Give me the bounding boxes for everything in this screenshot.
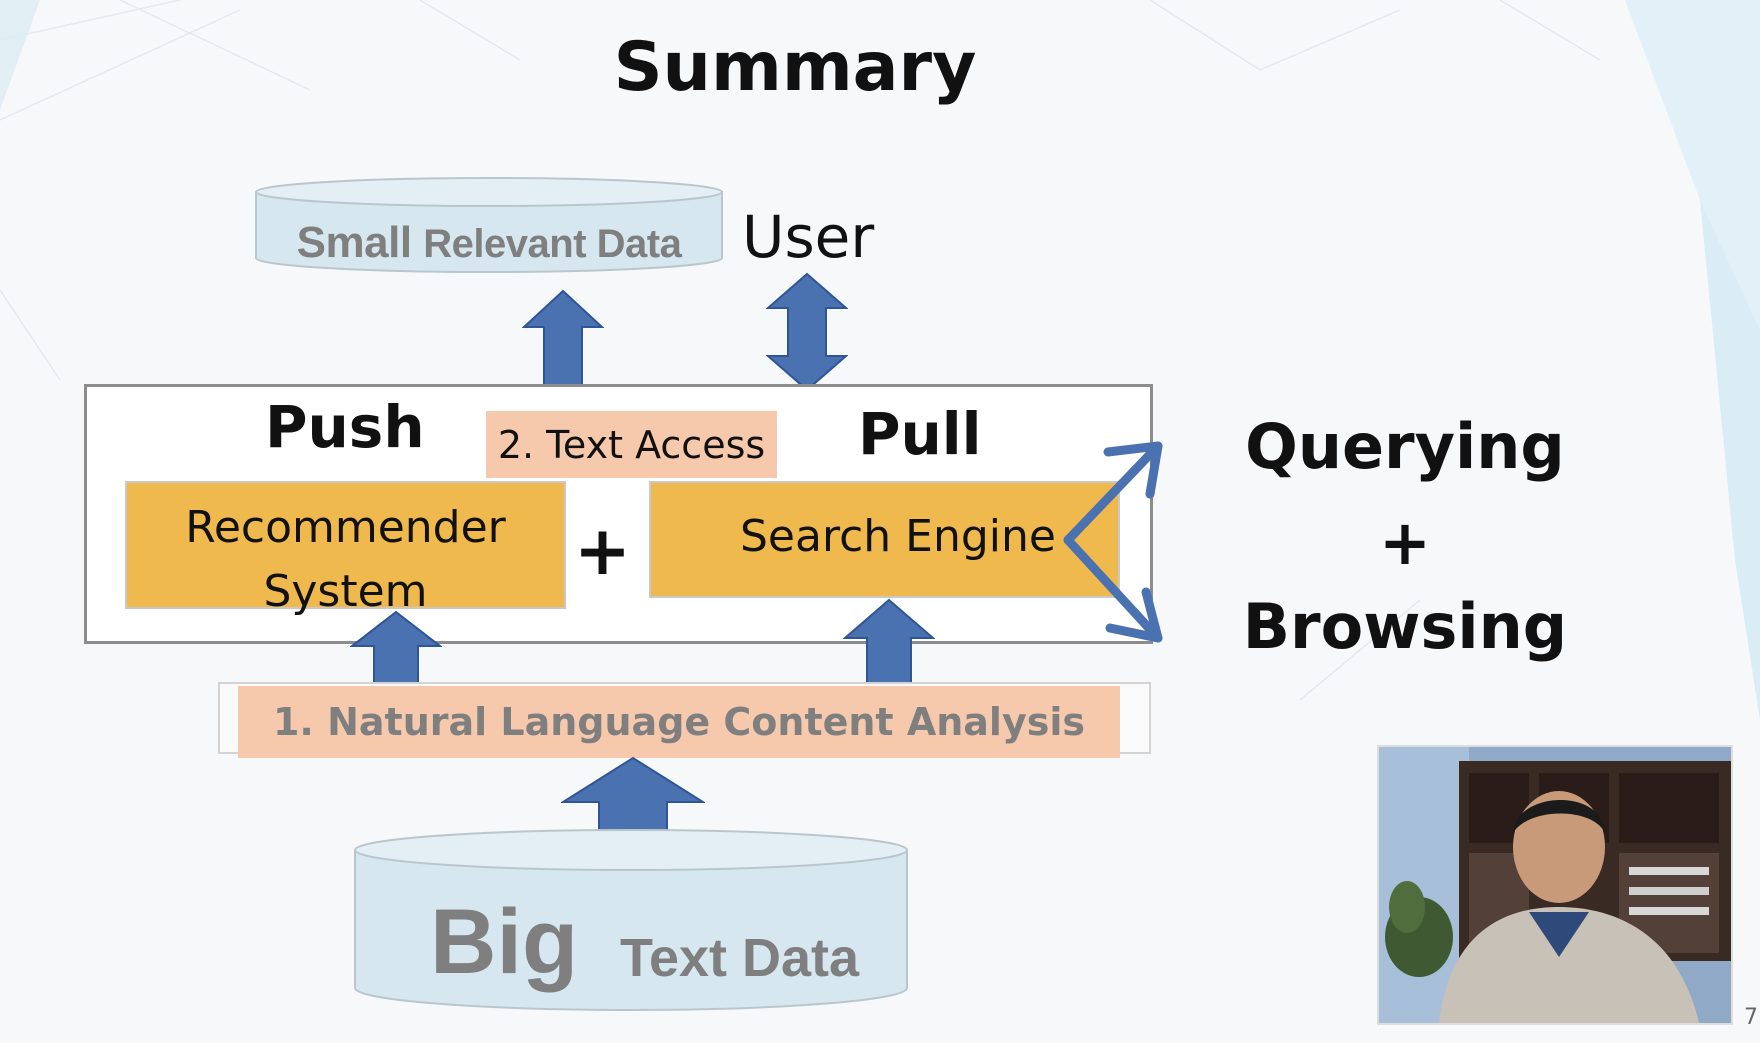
- pull-label: Pull: [858, 400, 982, 468]
- up-arrow-to-small-data-icon: [522, 289, 604, 386]
- browsing-label: Browsing: [1242, 590, 1568, 663]
- search-engine-box: [649, 481, 1120, 598]
- up-arrow-to-search-engine-icon: [843, 598, 935, 685]
- recommender-system-box: [125, 481, 566, 609]
- nlca-label: 1. Natural Language Content Analysis: [272, 700, 1085, 744]
- presenter-video-frame: [1379, 747, 1731, 1023]
- small-data-label-part2: Relevant Data: [423, 222, 682, 266]
- querying-label: Querying: [1245, 410, 1565, 483]
- combine-plus: +: [574, 512, 631, 591]
- querying-browsing-arrows-icon: [1063, 441, 1163, 643]
- user-label: User: [742, 203, 875, 271]
- small-data-label-part1: Small: [296, 218, 412, 267]
- nlca-box: 1. Natural Language Content Analysis: [238, 686, 1120, 758]
- search-engine-label: Search Engine: [740, 511, 1056, 562]
- big-data-label-text-data: Text Data: [620, 928, 860, 988]
- querying-browsing-plus: +: [1379, 506, 1431, 579]
- small-data-cylinder: [255, 177, 723, 273]
- recommender-system-label: Recommender System: [125, 496, 566, 624]
- big-data-cylinder: [354, 829, 908, 1011]
- recommender-line2: System: [263, 566, 428, 617]
- push-label: Push: [265, 393, 425, 461]
- slide-title: Summary: [613, 28, 977, 107]
- big-data-label-big: Big: [430, 891, 579, 993]
- text-access-box: 2. Text Access: [486, 411, 777, 478]
- small-data-label: Small Relevant Data: [258, 218, 720, 268]
- presenter-video[interactable]: [1377, 745, 1733, 1025]
- text-access-label: 2. Text Access: [497, 422, 766, 467]
- up-arrow-to-recommender-icon: [350, 610, 442, 685]
- recommender-line1: Recommender: [185, 502, 506, 553]
- page-number: 7: [1744, 1005, 1758, 1030]
- user-bidirectional-arrow-icon: [766, 272, 848, 392]
